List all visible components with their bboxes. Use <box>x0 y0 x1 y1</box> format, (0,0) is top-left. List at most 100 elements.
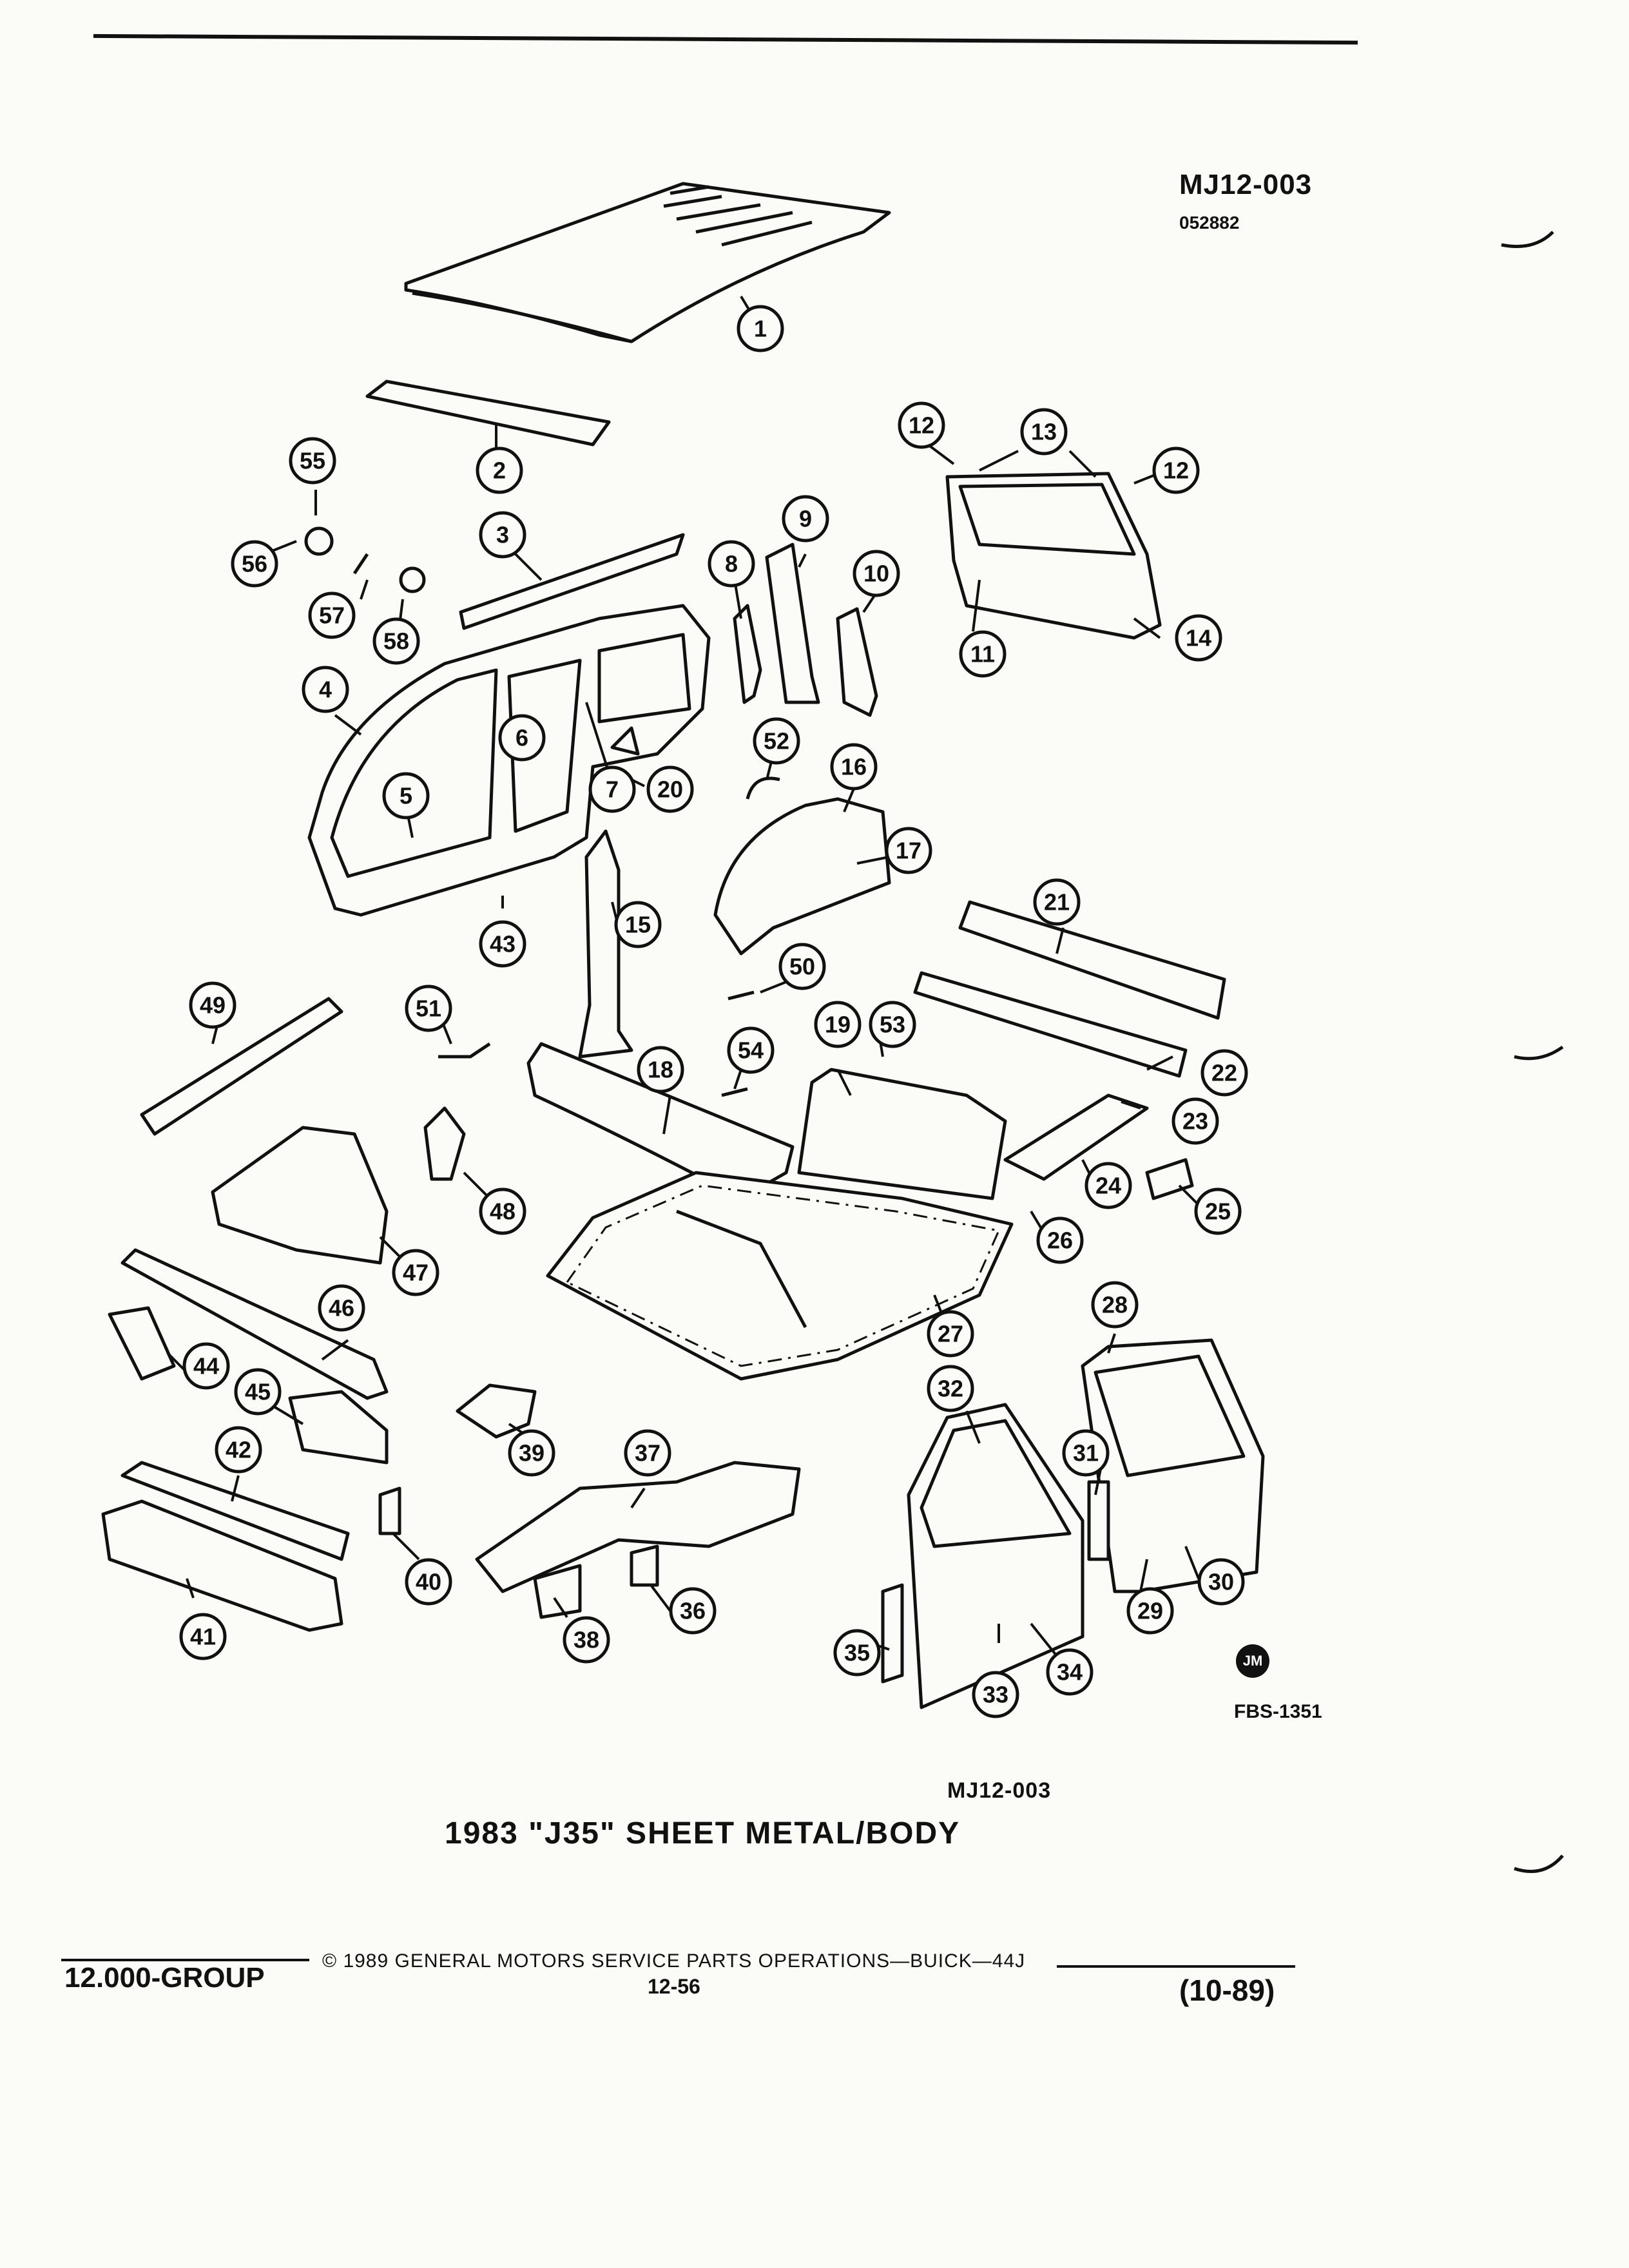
svg-text:37: 37 <box>635 1440 660 1466</box>
svg-text:18: 18 <box>648 1057 673 1083</box>
svg-text:6: 6 <box>516 725 528 751</box>
side-roof-rail <box>459 533 685 630</box>
callout-21: 21 <box>1033 878 1081 926</box>
svg-text:17: 17 <box>896 838 921 864</box>
svg-text:35: 35 <box>844 1640 870 1666</box>
callout-34: 34 <box>1046 1648 1094 1696</box>
callout-54: 54 <box>727 1026 775 1074</box>
svg-text:12: 12 <box>1163 457 1189 484</box>
callout-55: 55 <box>289 437 336 485</box>
jm-badge: JM <box>1236 1644 1269 1678</box>
callout-18: 18 <box>637 1046 684 1093</box>
callout-53: 53 <box>869 1001 916 1048</box>
bracket-36 <box>630 1544 659 1587</box>
revision-date: (10-89) <box>1179 1974 1275 2007</box>
svg-text:21: 21 <box>1044 889 1070 916</box>
callout-24: 24 <box>1084 1162 1132 1209</box>
rear-door <box>1081 1338 1265 1593</box>
callout-15: 15 <box>614 901 662 948</box>
callout-37: 37 <box>624 1429 671 1477</box>
page-number: 12-56 <box>648 1975 700 1998</box>
callout-38: 38 <box>563 1616 610 1664</box>
copyright-line: © 1989 GENERAL MOTORS SERVICE PARTS OPER… <box>322 1950 1026 1972</box>
svg-text:8: 8 <box>725 551 738 577</box>
svg-text:3: 3 <box>496 522 509 548</box>
page-title: 1983 "J35" SHEET METAL/BODY <box>445 1816 961 1850</box>
callout-48: 48 <box>479 1187 526 1235</box>
callout-26: 26 <box>1036 1216 1084 1264</box>
pillar-center <box>765 543 820 704</box>
svg-text:31: 31 <box>1073 1440 1099 1466</box>
pillar-outer <box>836 607 878 717</box>
figure-reference: FBS-1351 <box>1234 1701 1322 1722</box>
svg-text:26: 26 <box>1047 1227 1073 1254</box>
callout-8: 8 <box>708 540 755 588</box>
callout-2: 2 <box>476 447 523 494</box>
radiator-support <box>120 1248 389 1400</box>
callout-5: 5 <box>382 772 430 820</box>
callout-44: 44 <box>182 1342 230 1390</box>
svg-text:23: 23 <box>1182 1108 1208 1135</box>
clip-small <box>721 1087 748 1097</box>
callout-27: 27 <box>927 1310 974 1358</box>
svg-text:43: 43 <box>490 931 516 957</box>
svg-text:56: 56 <box>242 551 267 577</box>
svg-text:33: 33 <box>983 1682 1008 1708</box>
callout-42: 42 <box>215 1426 262 1474</box>
callout-56: 56 <box>231 540 278 588</box>
svg-text:14: 14 <box>1186 625 1211 651</box>
callout-45: 45 <box>234 1368 282 1416</box>
svg-text:38: 38 <box>574 1627 599 1653</box>
svg-text:40: 40 <box>416 1569 441 1595</box>
svg-text:28: 28 <box>1102 1292 1128 1318</box>
liftgate <box>945 472 1162 640</box>
callout-17: 17 <box>885 827 932 874</box>
svg-text:29: 29 <box>1137 1598 1163 1624</box>
bracket-38 <box>533 1564 582 1619</box>
headlamp-panel <box>108 1306 176 1381</box>
battery-tray <box>456 1383 537 1439</box>
callout-31: 31 <box>1062 1429 1110 1477</box>
svg-text:48: 48 <box>490 1198 516 1225</box>
callout-20: 20 <box>646 765 694 813</box>
svg-text:46: 46 <box>329 1295 354 1321</box>
roof-panel <box>404 182 891 343</box>
callout-51: 51 <box>405 985 452 1032</box>
svg-text:53: 53 <box>880 1012 905 1038</box>
svg-text:50: 50 <box>789 954 815 980</box>
bracket-small <box>728 990 755 1001</box>
svg-text:58: 58 <box>383 628 409 655</box>
headlamp-panel-rh <box>288 1390 389 1465</box>
roof-rail <box>365 380 611 447</box>
svg-text:2: 2 <box>493 457 506 484</box>
svg-text:4: 4 <box>319 677 332 703</box>
callout-52: 52 <box>753 717 800 765</box>
callout-14: 14 <box>1175 614 1222 662</box>
callout-11: 11 <box>959 630 1007 678</box>
front-door-hinge <box>881 1583 904 1684</box>
callout-13: 13 <box>1020 408 1068 456</box>
front-lower-panel <box>101 1499 343 1632</box>
callout-3: 3 <box>479 511 526 559</box>
diagram-date-code: 052882 <box>1179 213 1240 233</box>
pillar-inner <box>733 604 762 704</box>
svg-text:54: 54 <box>738 1037 764 1064</box>
hinge-pillar-bracket <box>423 1106 466 1181</box>
diagram-code: MJ12-003 <box>1179 169 1313 200</box>
bracket-40 <box>378 1486 401 1535</box>
svg-text:47: 47 <box>403 1260 429 1286</box>
callout-1: 1 <box>737 305 784 352</box>
callout-12a: 12 <box>898 401 945 449</box>
callout-4: 4 <box>302 666 349 713</box>
svg-text:13: 13 <box>1031 419 1057 445</box>
svg-text:41: 41 <box>190 1624 216 1650</box>
callout-57: 57 <box>308 591 356 639</box>
callout-40: 40 <box>405 1558 452 1606</box>
callout-36: 36 <box>669 1587 717 1635</box>
callout-47: 47 <box>392 1249 439 1296</box>
callout-19: 19 <box>814 1001 862 1048</box>
svg-text:22: 22 <box>1211 1060 1237 1086</box>
callout-25: 25 <box>1194 1187 1242 1235</box>
callout-39: 39 <box>508 1429 555 1477</box>
